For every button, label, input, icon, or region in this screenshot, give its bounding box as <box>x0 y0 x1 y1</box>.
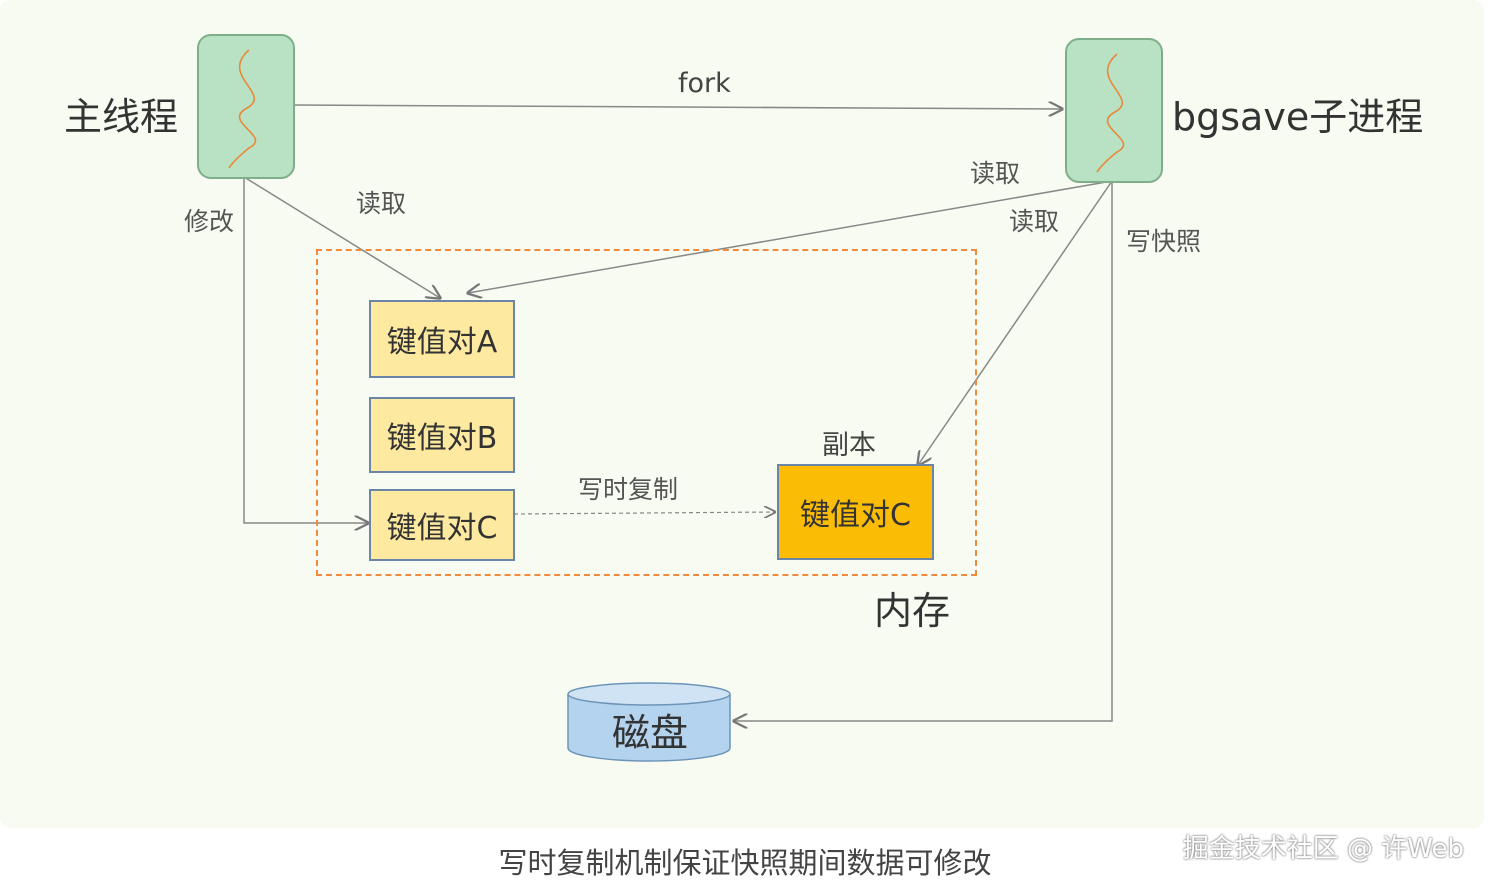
replica-label: 副本 <box>822 430 876 461</box>
thread-squiggle-icon <box>228 49 257 169</box>
main-thread-icon <box>197 34 295 179</box>
fork-arrow <box>293 105 1062 109</box>
modify-label: 修改 <box>184 207 235 236</box>
copy-on-write-arrow <box>513 512 775 514</box>
main-thread-label: 主线程 <box>64 95 179 139</box>
child-read-label-2: 读取 <box>1009 207 1060 236</box>
kv-box-c: 键值对C <box>369 489 515 561</box>
disk-label: 磁盘 <box>612 711 689 755</box>
thread-squiggle-icon <box>1096 53 1125 173</box>
main-read-label: 读取 <box>356 189 407 218</box>
child-process-icon <box>1065 38 1163 183</box>
child-read-arrow-copy <box>918 180 1113 465</box>
memory-region <box>316 249 977 576</box>
kv-box-b: 键值对B <box>369 397 515 473</box>
copy-on-write-label: 写时复制 <box>578 475 679 504</box>
figure-caption: 写时复制机制保证快照期间数据可修改 <box>498 846 992 880</box>
memory-label: 内存 <box>874 589 951 633</box>
write-snapshot-label: 写快照 <box>1126 227 1202 256</box>
kv-box-c-copy: 键值对C <box>777 464 934 560</box>
kv-box-a: 键值对A <box>369 300 515 378</box>
child-read-label-1: 读取 <box>970 159 1021 188</box>
child-read-arrow-a <box>468 180 1113 293</box>
child-process-label: bgsave子进程 <box>1172 95 1424 139</box>
watermark: 掘金技术社区 @ 许Web <box>1182 834 1464 864</box>
main-modify-arrow <box>243 177 368 523</box>
fork-label: fork <box>678 68 731 99</box>
write-snapshot-arrow <box>734 181 1113 721</box>
main-read-arrow <box>243 176 440 298</box>
